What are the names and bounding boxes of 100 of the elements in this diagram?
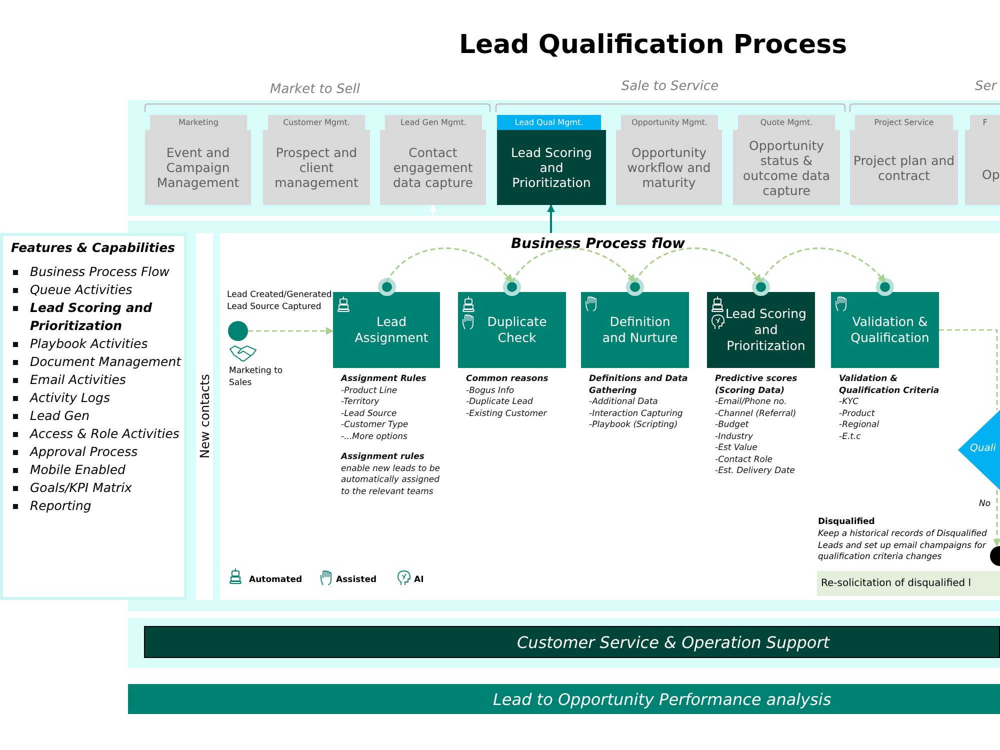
category-tab: Project Service [855,115,953,130]
description-text: Assignment Rules [341,374,428,386]
description-text: -Existing Customer [466,408,548,420]
section-label: Ser [975,79,997,94]
description-text: -KYC [839,397,860,408]
box-label: Lead Scoring and Prioritization [724,306,808,354]
list-item: Access & Role Activities [30,425,180,443]
list-item: Queue Activities [30,281,134,299]
description-text: -Interaction Capturing [589,408,684,420]
category-tab: Marketing [150,115,247,130]
description-text: Assignment rules [341,452,426,464]
section-label: Market to Sell [269,82,361,97]
list-item: Document Management [30,353,182,371]
list-item: Mobile Enabled [30,461,126,479]
edge-label: No [979,499,991,509]
arrow [760,248,886,283]
node-caption: Lead Created/Generated Lead Source Captured [227,289,332,313]
arrow [429,204,437,216]
process-box [458,292,566,368]
list-item: Business Process Flow [30,263,171,281]
arrow [386,248,513,283]
description-text: enable new leads to be automatically assigned to the relevant teams [341,464,441,498]
box-label: Contact engagement data capture [392,145,474,190]
arrow [547,204,555,233]
box-label: Opportunity status & outcome data capture [742,138,831,198]
panel-heading: Business Process flow [510,236,686,254]
description-text: Common reasons [466,374,550,386]
list-item: Reporting [30,497,92,515]
arrow [248,327,334,335]
description-text: -Est. Delivery Date [715,466,796,478]
lane-box [196,233,213,600]
category-tab: Quote Mgmt. [738,115,835,130]
legend-label: Automated [249,575,302,585]
description-text: -Regional [839,420,880,432]
list-item: Lead Scoring and Prioritization [30,299,154,335]
process-box [333,292,440,368]
list-item: Approval Process [30,443,139,461]
legend-label: AI [414,575,424,585]
lane-label: New contacts [197,374,212,459]
panel-heading: Features & Capabilities [11,240,176,255]
box-label: Prospect and client management [274,145,360,190]
section-label: Sale to Service [620,79,720,94]
description-text: -Additional Data [589,397,659,408]
bar-label: Re-solicitation of disqualified l [821,578,972,589]
node-caption: Marketing to Sales [229,365,284,389]
banner-bar [128,684,1000,714]
process-box [581,292,689,368]
description-text: Definitions and Data Gathering [589,374,689,397]
description-text: -Customer Type [341,420,410,432]
note-heading: Disqualified [818,517,875,527]
list-item: Email Activities [30,371,127,389]
description-text: -Channel (Referral) [715,408,798,420]
description-text: -E.t.c [839,432,862,443]
description-text: -Budget [715,420,750,432]
category-tab: F [970,115,1000,130]
box-label: Op [981,166,1000,182]
arrow [634,248,762,283]
box-label: Lead Scoring and Prioritization [510,145,593,190]
description-text: -Product [839,408,876,420]
start-circle [228,321,248,341]
description-text: -Est Value [715,443,758,454]
list-item: Goals/KPI Matrix [30,479,133,497]
description-text: -Contact Role [715,454,774,466]
list-item: Lead Gen [30,407,91,425]
category-tab: Customer Mgmt. [268,115,365,130]
arrow [511,248,636,283]
description-text: -Bogus Info [466,386,516,397]
box-label: Definition and Nurture [601,314,679,346]
banner-bar [144,626,1000,658]
decision-diamond [958,410,1000,490]
box-label: Duplicate Check [486,314,548,346]
arrow [993,490,1000,547]
description-text: Validation & Qualification Criteria [839,374,940,397]
description-text: -Playbook (Scripting) [589,420,679,432]
box-label: Opportunity workflow and maturity [626,145,712,190]
note-bar [817,571,1000,596]
description-text: Predictive scores (Scoring Data) [715,374,798,397]
note-text: Keep a historical records of Disqualified Leads and set up email champaigns for qualification criteria changes [818,529,988,564]
description-text: -Email/Phone no. [715,397,788,408]
category-tab: Lead Gen Mgmt. [385,115,482,130]
description-text: -...More options [341,432,408,443]
description-text: -Lead Source [341,408,398,420]
bar-label: Lead to Opportunity Performance analysis [493,690,832,708]
description-text: -Territory [341,397,380,408]
box-label: Validation & Qualification [850,314,930,346]
legend-label: Assisted [336,575,377,585]
process-box [831,292,939,368]
box-label: Project plan and contract [852,152,956,182]
category-tab: Opportunity Mgmt. [621,115,718,130]
features-panel [0,233,187,600]
decision-label: Quali [970,443,996,454]
box-label: Event and Campaign Management [156,145,240,190]
list-item: Activity Logs [30,389,111,407]
flow-panel [220,233,1000,600]
description-text: -Duplicate Lead [466,397,534,408]
bar-label: Customer Service & Operation Support [517,632,830,652]
diagram-title: Lead Qualification Process [458,30,848,62]
description-text: -Product Line [341,386,398,397]
description-text: -Industry [715,432,754,443]
box-label: Lead Assignment [354,314,430,346]
